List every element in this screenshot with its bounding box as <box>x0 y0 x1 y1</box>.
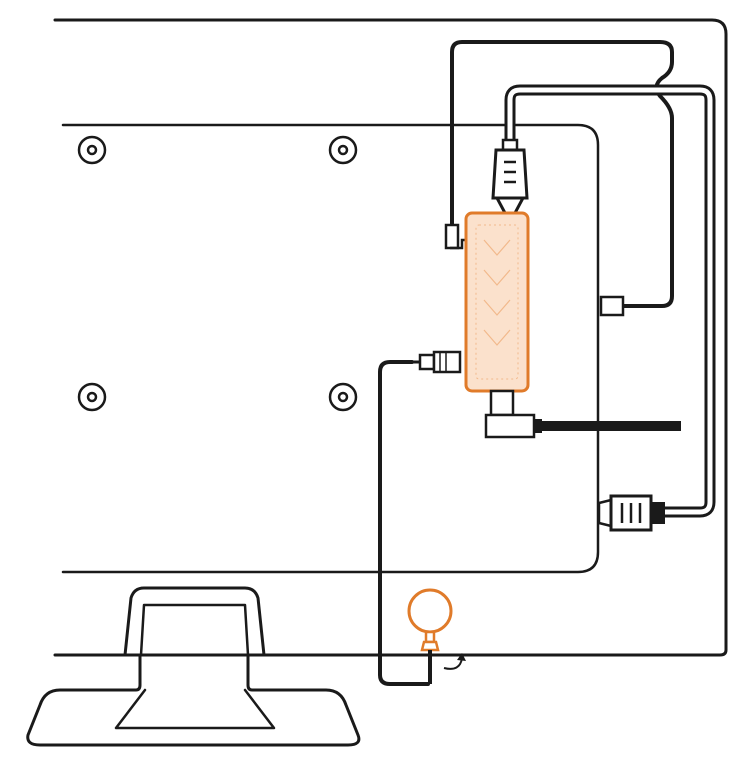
audio-jack-icon <box>412 350 462 374</box>
monitor-stand <box>26 586 361 747</box>
mounting-hole-icon <box>77 382 107 412</box>
mounting-hole-icon <box>328 382 358 412</box>
ir-receiver-icon <box>407 588 453 684</box>
hdmi-plug-icon <box>597 494 665 532</box>
monitor-back-outline <box>53 18 728 657</box>
black-cable-top <box>450 40 674 308</box>
ir-cable <box>378 360 430 686</box>
hdmi-plug-icon <box>491 138 529 215</box>
power-cable <box>542 421 681 431</box>
rotate-arrow-icon <box>443 653 466 670</box>
mounting-hole-icon <box>77 135 107 165</box>
power-plug-icon <box>484 389 542 439</box>
streaming-dongle <box>464 211 530 393</box>
monitor-panel-outline <box>61 123 600 574</box>
monitor-usb-port <box>599 295 625 317</box>
mounting-hole-icon <box>328 135 358 165</box>
usb-power-plug-icon <box>444 223 466 250</box>
